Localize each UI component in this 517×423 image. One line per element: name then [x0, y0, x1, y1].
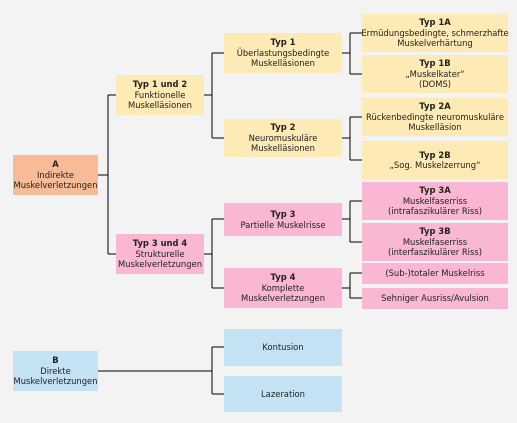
node-title: Typ 2	[270, 122, 296, 133]
node-laceration: Lazeration	[224, 376, 342, 412]
node-text-line: Funktionelle	[134, 89, 186, 100]
node-title: Typ 1	[270, 37, 296, 48]
node-title: Typ 3A	[419, 185, 451, 196]
node-title: Typ 3 und 4	[132, 238, 188, 249]
node-title: Typ 3	[270, 209, 296, 219]
node-text-line: Muskelverletzungen	[13, 376, 98, 387]
node-type-4-subtotal-rupture: (Sub-)totaler Muskelriss	[362, 263, 508, 284]
node-title: A	[52, 159, 59, 170]
node-text-line: (intrafaszikulärer Riss)	[388, 206, 482, 217]
node-text-line: Muskelläsionen	[128, 100, 192, 111]
node-text-line: Ermüdungsbedingte, schmerzhafte	[361, 27, 509, 38]
node-text-line: Indirekte	[36, 169, 75, 180]
node-text-line: (interfaszikulärer Riss)	[388, 247, 482, 258]
node-text-line: Muskelfaserriss	[402, 195, 468, 206]
node-text-line: „Sog. Muskelzerrung“	[389, 160, 481, 170]
node-title: Typ 1B	[419, 58, 451, 69]
node-contusion: Kontusion	[224, 329, 342, 366]
node-text-line: Sehniger Ausriss/Avulsion	[381, 293, 489, 304]
node-text-line: „Muskelkater“	[405, 68, 465, 79]
node-text-line: Komplette	[261, 282, 305, 293]
node-title: Typ 4	[270, 272, 296, 283]
node-text-line: Muskelverletzungen	[13, 180, 98, 191]
node-text-line: Rückenbedingte neuromuskuläre	[366, 111, 504, 122]
node-text-line: Muskelverhärtung	[397, 38, 473, 49]
node-text-line: Neuromuskuläre	[248, 132, 318, 143]
node-text-line: Direkte	[40, 365, 71, 376]
node-text-line: Kontusion	[262, 342, 304, 353]
node-text-line: Strukturelle	[135, 248, 185, 259]
node-text-line: (Sub-)totaler Muskelriss	[385, 268, 485, 279]
node-title: Typ 1A	[419, 17, 451, 28]
node-title: Typ 2A	[419, 101, 451, 112]
node-title: Typ 1 und 2	[132, 79, 188, 90]
node-text-line: Partielle Muskelrisse	[240, 219, 326, 230]
node-text-line: Muskelverletzungen	[117, 259, 203, 270]
node-type-4-avulsion: Sehniger Ausriss/Avulsion	[362, 288, 508, 309]
node-text-line: Muskelverletzungen	[240, 293, 326, 304]
node-title: Typ 3B	[419, 226, 451, 237]
node-text-line: Lazeration	[261, 388, 305, 399]
node-title: B	[52, 355, 59, 366]
node-title: Typ 2B	[419, 149, 451, 160]
node-text-line: Muskelfaserriss	[402, 236, 468, 247]
node-text-line: (DOMS)	[418, 79, 452, 90]
node-text-line: Muskelläsionen	[251, 143, 315, 154]
node-type-1b: Typ 1B„Muskelkater“(DOMS)	[362, 55, 508, 93]
node-text-line: Muskelläsion	[408, 122, 462, 133]
node-text-line: Muskelläsionen	[251, 58, 315, 69]
node-text-line: Überlastungsbedingte	[236, 47, 330, 58]
node-type-2b: Typ 2B„Sog. Muskelzerrung“	[362, 141, 508, 179]
